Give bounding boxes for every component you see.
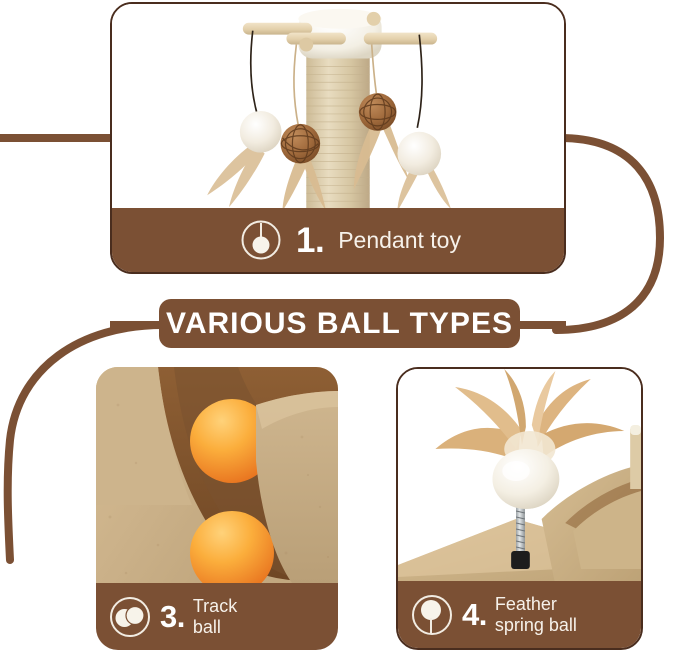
- card-pendant-toy[interactable]: 1. Pendant toy: [110, 2, 566, 274]
- label-bar-track: 3. Track ball: [96, 583, 338, 650]
- card-number: 3.: [160, 599, 185, 634]
- card-caption: Track ball: [192, 595, 238, 637]
- spring-ball-icon: [412, 594, 452, 635]
- card-caption: Pendant toy: [338, 226, 461, 253]
- connector-right-loop: [552, 134, 665, 334]
- card-number: 1.: [296, 220, 325, 260]
- photo-pendant-toy: [112, 4, 564, 212]
- card-caption: Feather spring ball: [494, 593, 577, 635]
- label-bar-feather: 4. Feather spring ball: [398, 581, 641, 648]
- page-title: VARIOUS BALL TYPES: [166, 306, 513, 340]
- pendant-ball-icon: [241, 220, 281, 260]
- photo-track-ball: [96, 367, 338, 583]
- double-ball-icon: [110, 596, 150, 637]
- section-title-banner: VARIOUS BALL TYPES: [159, 299, 520, 348]
- card-track-ball[interactable]: 3. Track ball: [96, 367, 338, 650]
- card-number: 4.: [462, 597, 487, 632]
- card-feather-spring-ball[interactable]: 4. Feather spring ball: [396, 367, 643, 650]
- photo-feather-spring-ball: [398, 369, 641, 585]
- label-bar-pendant: 1. Pendant toy: [112, 208, 564, 272]
